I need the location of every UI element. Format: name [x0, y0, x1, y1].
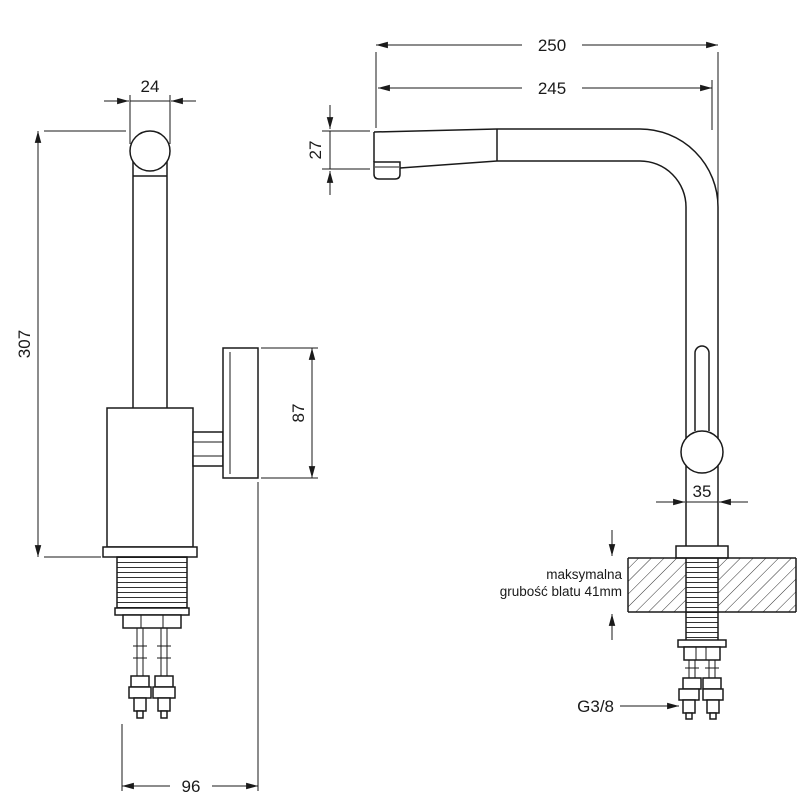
dim-label-307: 307: [15, 330, 34, 358]
countertop-note-line2: grubość blatu 41mm: [500, 584, 622, 599]
thread-size-annotation: G3/8: [577, 697, 679, 716]
countertop-thickness-annotation: maksymalna grubość blatu 41mm: [500, 530, 622, 640]
dim-body-width: 35: [656, 482, 748, 506]
dim-label-35: 35: [693, 482, 712, 501]
dim-total-reach: 250: [375, 36, 719, 205]
dim-label-245: 245: [538, 79, 566, 98]
faucet-body-side: [685, 207, 719, 546]
dim-label-24: 24: [141, 77, 160, 96]
dim-handle-height: 87: [261, 347, 318, 479]
mounting-hardware-front: [114, 607, 190, 719]
spout-tube-side: [497, 128, 719, 208]
mounting-thread-side: [685, 558, 719, 640]
handle-lever-side: [694, 345, 710, 431]
countertop-note-line1: maksymalna: [546, 567, 622, 582]
base-flange-side: [675, 545, 729, 559]
dim-label-250: 250: [538, 36, 566, 55]
mounting-thread-front: [116, 556, 188, 609]
dim-spout-reach: 245: [378, 79, 713, 130]
dim-label-27: 27: [306, 141, 325, 160]
dim-base-span: 96: [121, 482, 259, 796]
mounting-hardware-side: [677, 639, 727, 720]
thread-size-label: G3/8: [577, 697, 614, 716]
handle-knob-side: [680, 430, 724, 474]
front-view: 24 307 87 96: [15, 77, 318, 796]
countertop-section: [627, 557, 797, 613]
handle-front: [222, 347, 259, 479]
spray-head-side: [373, 128, 498, 180]
dim-label-96: 96: [182, 777, 201, 796]
dim-label-87: 87: [289, 404, 308, 423]
dim-total-height: 307: [15, 130, 126, 558]
handle-connector-front: [192, 431, 224, 467]
side-view: 250 245 27 35: [306, 36, 797, 720]
faucet-body-front: [106, 407, 194, 548]
base-flange-front: [102, 546, 198, 558]
dim-spout-width: 24: [104, 77, 196, 144]
spout-outlet-front: [129, 130, 171, 172]
dim-spout-head-height: 27: [306, 105, 370, 195]
spout-pipe-front: [132, 160, 168, 408]
